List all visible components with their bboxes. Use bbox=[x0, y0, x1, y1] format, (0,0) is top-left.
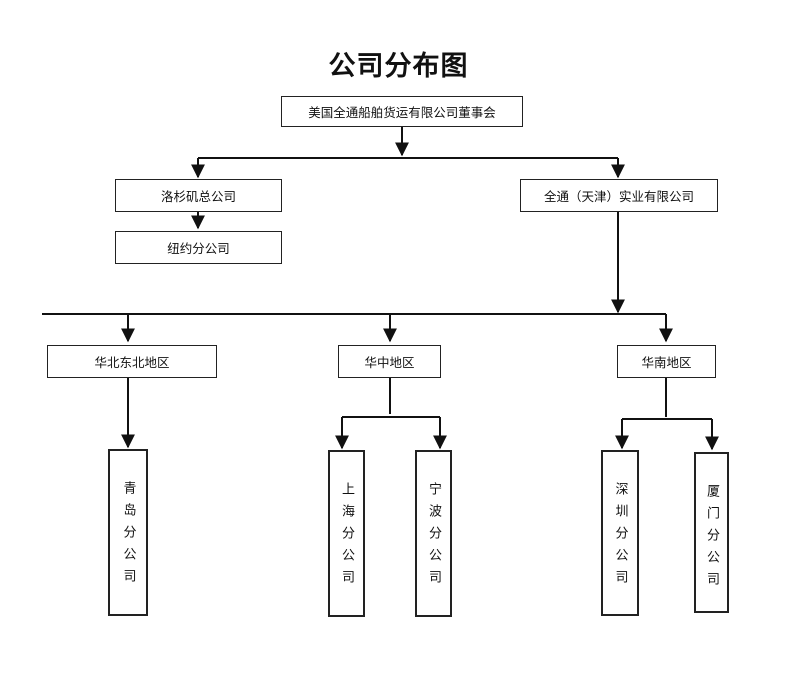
node-tianjin: 全通（天津）实业有限公司 bbox=[520, 179, 718, 212]
node-ningbo-label: 宁波分公司 bbox=[426, 482, 441, 592]
node-board: 美国全通船舶货运有限公司董事会 bbox=[281, 96, 523, 127]
node-south-china: 华南地区 bbox=[617, 345, 716, 378]
node-xiamen-label: 厦门分公司 bbox=[704, 484, 719, 594]
node-new-york: 纽约分公司 bbox=[115, 231, 282, 264]
node-central-china: 华中地区 bbox=[338, 345, 441, 378]
node-xiamen: 厦门分公司 bbox=[694, 452, 729, 613]
node-shenzhen-label: 深圳分公司 bbox=[612, 482, 628, 592]
node-qingdao: 青岛分公司 bbox=[108, 449, 148, 616]
diagram-title: 公司分布图 bbox=[328, 51, 469, 82]
node-los-angeles: 洛杉矶总公司 bbox=[115, 179, 282, 212]
node-shenzhen: 深圳分公司 bbox=[601, 450, 639, 616]
node-qingdao-label: 青岛分公司 bbox=[120, 481, 136, 591]
node-shanghai: 上海分公司 bbox=[328, 450, 365, 617]
node-ningbo: 宁波分公司 bbox=[415, 450, 452, 617]
node-north-china: 华北东北地区 bbox=[47, 345, 217, 378]
node-shanghai-label: 上海分公司 bbox=[339, 482, 354, 592]
